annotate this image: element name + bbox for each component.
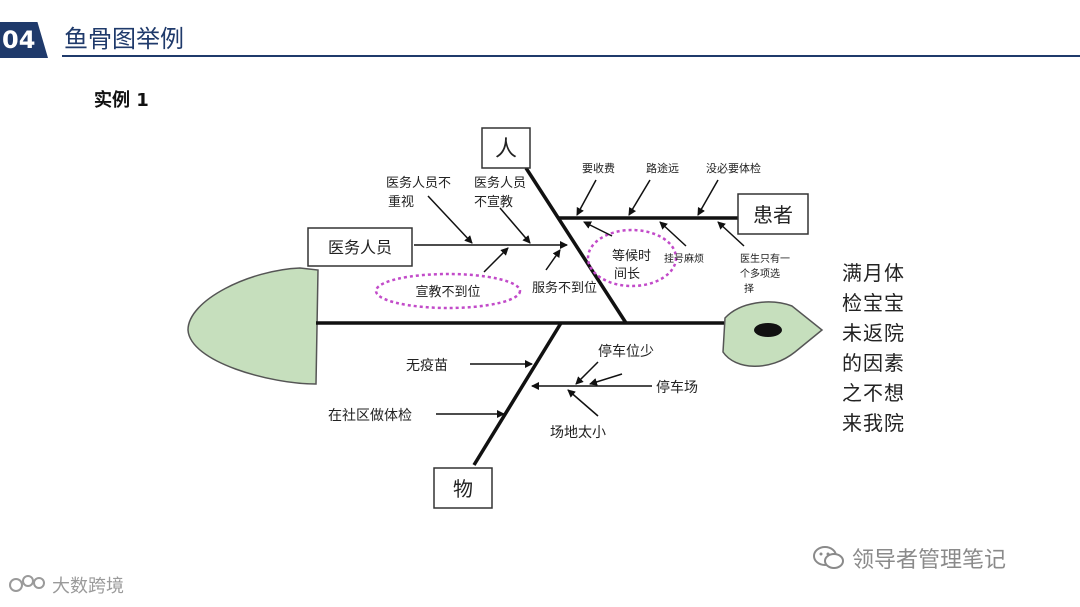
medical-staff-label: 医务人员 xyxy=(328,238,392,257)
community-checkup-label: 在社区做体检 xyxy=(328,408,412,424)
doctor-choice-label-3: 择 xyxy=(744,282,754,295)
small-venue-arrow xyxy=(567,389,599,417)
header-divider xyxy=(62,55,1080,57)
doctor-choice-label-2: 个多项选 xyxy=(740,267,780,280)
long-wait-label-2: 间长 xyxy=(614,267,640,282)
long-wait-arrow xyxy=(583,221,613,237)
watermark-left-text: 大数跨境 xyxy=(52,576,124,597)
effect-text: 满月体检宝宝未返院的因素之不想来我院 xyxy=(842,261,905,435)
watermark-left: 大数跨境 xyxy=(8,572,124,598)
few-parking-label: 停车位少 xyxy=(598,343,654,360)
example-label: 实例 1 xyxy=(94,90,149,111)
patient-box xyxy=(737,193,809,235)
service-inadequate-arrow xyxy=(545,249,561,271)
staff-not-valued-label-2: 重视 xyxy=(388,194,414,210)
fish-tail-shape xyxy=(187,267,319,385)
publicity-highlight xyxy=(374,272,522,310)
far-distance-label: 路途远 xyxy=(646,161,679,175)
people-label: 人 xyxy=(495,137,517,162)
people-box xyxy=(481,127,531,169)
things-label: 物 xyxy=(453,477,473,501)
people-bone xyxy=(524,167,628,324)
far-distance-arrow xyxy=(628,179,651,216)
fish-eye xyxy=(754,323,782,337)
small-venue-label: 场地太小 xyxy=(550,425,606,441)
charges-label: 要收费 xyxy=(582,161,615,175)
watermark-right: 领导者管理笔记 xyxy=(812,542,1006,574)
staff-not-valued-label-1: 医务人员不 xyxy=(386,175,451,191)
service-inadequate-label: 服务不到位 xyxy=(532,280,597,296)
things-bone xyxy=(472,322,563,466)
registration-hassle-arrow xyxy=(659,221,687,247)
no-vaccine-label: 无疫苗 xyxy=(406,358,448,374)
staff-not-publicized-label-2: 不宣教 xyxy=(474,194,513,210)
publicity-inadequate-label: 宣教不到位 xyxy=(415,284,480,300)
page-title: 鱼骨图举例 xyxy=(64,25,184,53)
brand-logo-icon xyxy=(9,575,45,592)
things-box xyxy=(433,467,493,509)
staff-not-publicized-label-1: 医务人员 xyxy=(474,175,526,191)
charges-arrow xyxy=(576,179,597,216)
doctor-choice-label-1: 医生只有一 xyxy=(740,252,790,265)
patient-label: 患者 xyxy=(753,203,793,227)
long-wait-label-1: 等候时 xyxy=(612,248,651,264)
parking-arrow-2 xyxy=(589,373,623,386)
long-wait-highlight xyxy=(586,228,678,288)
wechat-icon xyxy=(813,546,844,569)
staff-not-publicized-arrow xyxy=(499,207,531,244)
section-number: 04 xyxy=(2,26,36,54)
parking-lot-label: 停车场 xyxy=(656,379,698,396)
staff-not-valued-arrow xyxy=(427,195,473,244)
few-parking-arrow xyxy=(575,361,599,385)
publicity-inadequate-arrow xyxy=(483,247,509,273)
medical-staff-box xyxy=(307,227,413,267)
no-need-checkup-label: 没必要体检 xyxy=(706,161,761,175)
doctor-choice-arrow xyxy=(717,221,745,247)
registration-hassle-label: 挂号麻烦 xyxy=(664,252,704,265)
watermark-right-text: 领导者管理笔记 xyxy=(852,548,1007,573)
no-need-checkup-arrow xyxy=(697,179,719,216)
